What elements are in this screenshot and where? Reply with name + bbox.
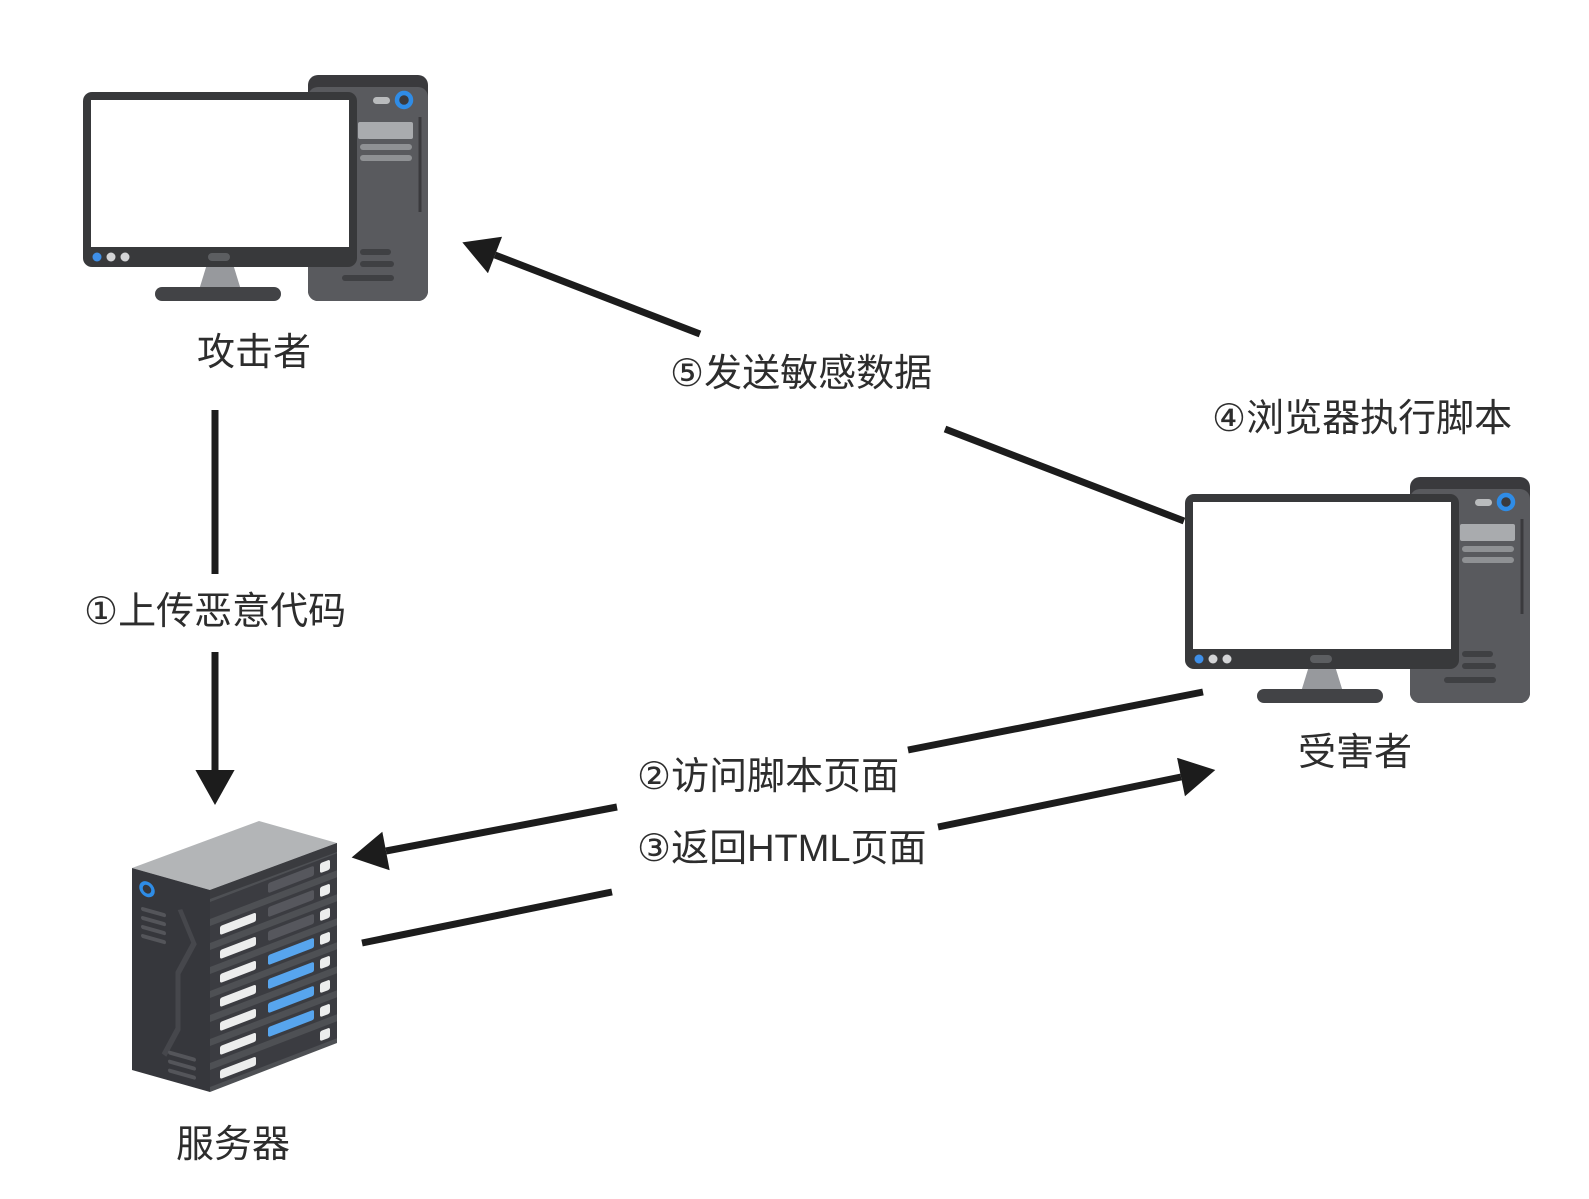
step5-send-sensitive-data-label: ⑤发送敏感数据 <box>670 353 933 395</box>
attacker-label: 攻击者 <box>197 332 312 374</box>
step2-access-script-page-label: ②访问脚本页面 <box>637 756 900 798</box>
arrow-step3-response <box>361 757 1216 947</box>
step4-browser-executes-script-label: ④浏览器执行脚本 <box>1212 398 1513 440</box>
step1-upload-malicious-code-label: ①上传恶意代码 <box>84 591 347 633</box>
arrow-step2-request <box>351 688 1204 871</box>
flow-arrows <box>195 236 1216 947</box>
attacker-computer-icon <box>83 75 428 301</box>
arrow-step5-exfiltrate <box>462 236 1186 525</box>
step3-return-html-page-label: ③返回HTML页面 <box>637 828 927 870</box>
victim-computer-icon <box>1185 477 1530 703</box>
victim-label: 受害者 <box>1298 732 1413 774</box>
server-label: 服务器 <box>176 1124 291 1166</box>
server-icon <box>132 821 337 1092</box>
